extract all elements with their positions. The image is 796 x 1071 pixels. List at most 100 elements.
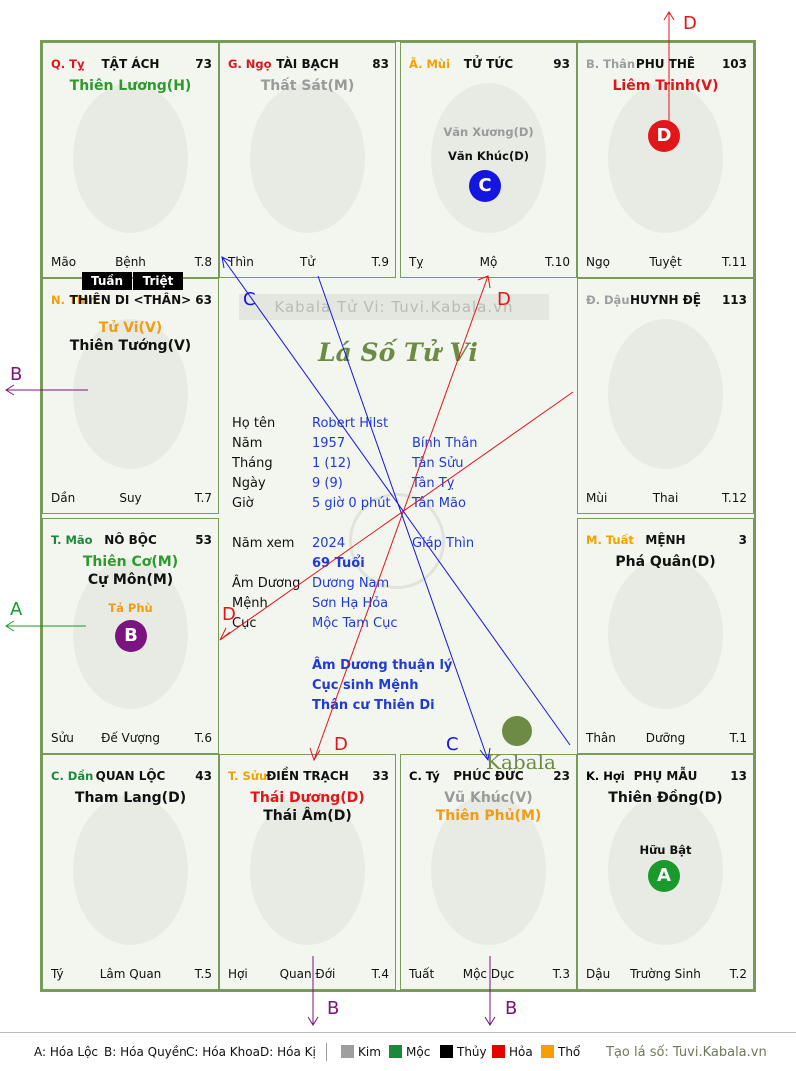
palace-cycle-stage: Lâm Quan	[99, 967, 162, 981]
palace-can: M. Tuất	[586, 533, 634, 547]
palace-name: QUAN LỘC	[95, 769, 166, 783]
palace-age: 63	[195, 293, 212, 307]
palace-name: MỆNH	[645, 533, 686, 547]
zodiac-animal-watermark	[250, 83, 365, 233]
palace-age: 53	[195, 533, 212, 547]
palace-age: 23	[553, 769, 570, 783]
info-label: Ngày	[232, 476, 266, 491]
main-star: Thất Sát(M)	[260, 78, 355, 94]
palace-can: T. Sửu	[228, 769, 268, 783]
info-value-can-chi: Tân Tỵ	[412, 476, 455, 491]
info-label: Tháng	[232, 456, 273, 471]
palace-name: NÔ BỘC	[104, 533, 157, 547]
main-star: Tham Lang(D)	[74, 790, 187, 806]
palace-month: T.12	[722, 491, 747, 505]
main-stars: Liêm Trinh(V)	[578, 77, 753, 95]
arrow-label-B-bottom1: B	[327, 998, 339, 1019]
info-label: Mệnh	[232, 596, 268, 611]
legend-moc: Mộc	[389, 1045, 430, 1059]
palace-branch: Tuất	[409, 967, 435, 981]
main-stars: Thiên Lương(H)	[43, 77, 218, 95]
palace-can: Ã. Mùi	[409, 57, 451, 71]
tuan-marker: Tuần	[82, 272, 132, 290]
arrow-label-C1: C	[243, 289, 256, 310]
info-value: Dương Nam	[312, 576, 390, 591]
legend-hoa: Hỏa	[492, 1045, 533, 1059]
palace-branch: Mão	[51, 255, 77, 269]
main-star: Thiên Lương(H)	[69, 78, 192, 94]
palace-month: T.10	[545, 255, 570, 269]
kabala-brand: Kabala	[486, 750, 556, 774]
main-star: Liêm Trinh(V)	[612, 78, 719, 94]
info-value: 1957	[312, 436, 346, 451]
badge-hoa-quyen-B: B	[115, 620, 147, 652]
info-label: Năm xem	[232, 536, 295, 551]
palace-name: HUYNH ĐỆ	[630, 293, 701, 307]
palace-can: G. Ngọ	[228, 57, 272, 71]
info-value-can-chi: Tân Sửu	[412, 456, 464, 471]
main-star: Cự Môn(M)	[87, 572, 174, 588]
arrow-label-D-top: D	[683, 13, 697, 34]
badge-hoa-loc-A: A	[648, 860, 680, 892]
palace-branch: Tỵ	[409, 255, 424, 269]
palace-cycle-stage: Mộ	[479, 255, 498, 269]
palace-name: THIÊN DI <THÂN>	[69, 293, 192, 307]
palace-month: T.1	[729, 731, 747, 745]
palace-month: T.4	[371, 967, 389, 981]
legend-hoa-loc: A: Hóa Lộc	[34, 1045, 98, 1059]
palace-age: 113	[721, 293, 747, 307]
legend-kim: Kim	[341, 1045, 381, 1059]
palace-cycle-stage: Quan Đới	[279, 967, 336, 981]
zodiac-animal-watermark	[73, 319, 188, 469]
arrow-label-A-left: A	[10, 599, 23, 620]
palace-name: TÀI BẠCH	[276, 57, 339, 71]
legend-bar: A: Hóa Lộc B: Hóa Quyền C: Hóa Khoa D: H…	[0, 1032, 796, 1071]
palace-can: T. Mão	[51, 533, 93, 547]
palace-month: T.9	[371, 255, 389, 269]
main-star: Thiên Đồng(D)	[608, 790, 723, 806]
palace-can: K. Hợi	[586, 769, 625, 783]
palace-month: T.7	[194, 491, 212, 505]
palace-can: N. Thìn	[51, 293, 98, 307]
info-value: 69 Tuổi	[312, 556, 365, 571]
credit-link[interactable]: Tạo lá số: Tuvi.Kabala.vn	[606, 1045, 767, 1060]
main-stars: Thiên Đồng(D)	[578, 789, 753, 807]
legend-thuy: Thủy	[440, 1045, 487, 1059]
info-label: Năm	[232, 436, 263, 451]
palace-month: T.6	[194, 731, 212, 745]
arrow-label-B-left: B	[10, 364, 22, 385]
main-stars: Thiên Cơ(M) Cự Môn(M)	[43, 553, 218, 589]
legend-hoa-quyen: B: Hóa Quyền	[104, 1045, 187, 1059]
palace-branch: Sửu	[51, 731, 74, 745]
palace-branch: Ngọ	[586, 255, 610, 269]
info-value: 2024	[312, 536, 346, 551]
info-value: 1 (12)	[312, 456, 352, 471]
main-star: Thái Âm(D)	[263, 808, 352, 824]
palace-age: 83	[372, 57, 389, 71]
info-value: 9 (9)	[312, 476, 343, 491]
palace-month: T.11	[722, 255, 747, 269]
main-star: Thái Dương(D)	[250, 790, 365, 806]
badge-hoa-ki-D: D	[648, 120, 680, 152]
main-star: Phá Quân(D)	[615, 554, 716, 570]
badge-hoa-khoa-C: C	[469, 170, 501, 202]
palace-cycle-stage: Thai	[652, 491, 679, 505]
palace-branch: Hợi	[228, 967, 248, 981]
center-panel: Kabala Tử Vi: Tuvi.Kabala.vn Lá Số Tử Vi…	[219, 278, 577, 774]
triet-marker: Triệt	[133, 272, 183, 290]
legend-hoa-khoa: C: Hóa Khoa	[186, 1045, 260, 1059]
palace-can: Đ. Dậu	[586, 293, 630, 307]
palace-branch: Dậu	[586, 967, 611, 981]
zodiac-animal-watermark	[431, 83, 546, 233]
arrow-label-B-bottom2: B	[505, 998, 517, 1019]
zodiac-animal-watermark	[608, 83, 723, 233]
main-stars: Thái Dương(D) Thái Âm(D)	[220, 789, 395, 825]
main-star: Thiên Cơ(M)	[82, 554, 179, 570]
palace-name: TỬ TỨC	[463, 57, 514, 71]
